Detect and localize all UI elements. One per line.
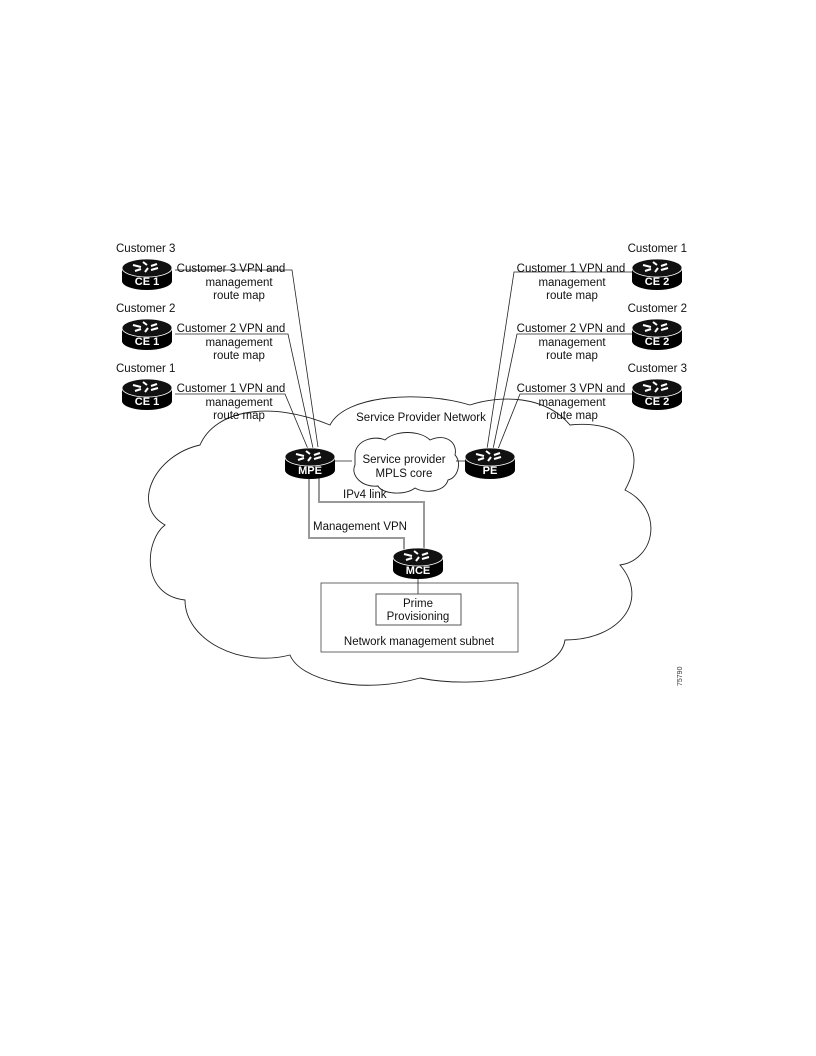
route-map-line2: management xyxy=(538,397,606,409)
left-customer-3: Customer 1 CE 1 Customer 1 VPN and manag… xyxy=(116,363,285,422)
route-map-line1: Customer 2 VPN and xyxy=(517,323,626,335)
customer-name: Customer 3 xyxy=(116,243,175,255)
link-right-1 xyxy=(486,271,635,450)
router-ce-label: CE 2 xyxy=(645,336,669,348)
right-customer-1: Customer 1 CE 2 Customer 1 VPN and manag… xyxy=(517,243,687,302)
router-pe[interactable]: PE xyxy=(464,447,516,480)
router-ce-label: CE 2 xyxy=(645,276,669,288)
router-ce-label: CE 1 xyxy=(135,396,159,408)
mgmt-vpn-label: Management VPN xyxy=(313,521,407,533)
route-map-line2: management xyxy=(205,277,273,289)
route-map-line3: route map xyxy=(213,350,265,362)
route-map-line1: Customer 1 VPN and xyxy=(177,383,286,395)
customer-name: Customer 2 xyxy=(116,303,175,315)
ipv4-link xyxy=(318,474,425,553)
route-map-line3: route map xyxy=(546,350,598,362)
router-mpe-label: MPE xyxy=(298,465,322,477)
customer-name: Customer 1 xyxy=(628,243,687,255)
router-ce-label: CE 1 xyxy=(135,276,159,288)
prime-label-line1: Prime xyxy=(403,598,433,610)
core-label-line2: MPLS core xyxy=(376,468,433,480)
customer-name: Customer 2 xyxy=(628,303,687,315)
ipv4-label: IPv4 link xyxy=(343,489,387,501)
router-ce[interactable]: CE 2 xyxy=(631,378,683,411)
route-map-line3: route map xyxy=(546,290,598,302)
subnet-label: Network management subnet xyxy=(344,636,495,648)
router-pe-label: PE xyxy=(483,465,498,477)
router-ce[interactable]: CE 2 xyxy=(631,318,683,351)
service-provider-cloud xyxy=(148,396,652,686)
prime-provisioning-box[interactable] xyxy=(375,593,462,626)
route-map-line2: management xyxy=(538,337,606,349)
route-map-line1: Customer 1 VPN and xyxy=(517,263,626,275)
route-map-line3: route map xyxy=(546,410,598,422)
mpls-core-cloud xyxy=(353,432,459,494)
route-map-line1: Customer 3 VPN and xyxy=(517,383,626,395)
core-label-line1: Service provider xyxy=(362,454,445,466)
link-left-3 xyxy=(175,393,309,450)
router-ce[interactable]: CE 1 xyxy=(121,318,173,351)
prime-label-line2: Provisioning xyxy=(387,611,450,623)
router-ce[interactable]: CE 2 xyxy=(631,258,683,291)
route-map-line3: route map xyxy=(213,410,265,422)
route-map-line1: Customer 2 VPN and xyxy=(177,323,286,335)
link-right-3 xyxy=(497,393,635,450)
route-map-line2: management xyxy=(205,337,273,349)
router-ce-label: CE 1 xyxy=(135,336,159,348)
figure-number: 75790 xyxy=(677,666,684,686)
router-ce[interactable]: CE 1 xyxy=(121,258,173,291)
link-left-2 xyxy=(175,333,314,449)
router-ce[interactable]: CE 1 xyxy=(121,378,173,411)
router-ce-label: CE 2 xyxy=(645,396,669,408)
cloud-label: Service Provider Network xyxy=(356,412,486,424)
link-left-1 xyxy=(175,269,319,448)
link-right-2 xyxy=(492,333,635,450)
right-customer-3: Customer 3 CE 2 Customer 3 VPN and manag… xyxy=(517,363,687,422)
customer-name: Customer 1 xyxy=(116,363,175,375)
route-map-line2: management xyxy=(205,397,273,409)
router-mpe[interactable]: MPE xyxy=(284,447,336,480)
router-mce-label: MCE xyxy=(406,565,430,577)
router-mce[interactable]: MCE xyxy=(392,547,444,580)
subnet-box xyxy=(320,582,519,653)
left-customer-1: Customer 3 CE 1 Customer 3 VPN and manag… xyxy=(116,243,285,302)
route-map-line3: route map xyxy=(213,290,265,302)
right-customer-2: Customer 2 CE 2 Customer 2 VPN and manag… xyxy=(517,303,687,362)
customer-name: Customer 3 xyxy=(628,363,687,375)
left-customer-2: Customer 2 CE 1 Customer 2 VPN and manag… xyxy=(116,303,285,362)
route-map-line2: management xyxy=(538,277,606,289)
management-vpn-link xyxy=(308,474,405,553)
route-map-line1: Customer 3 VPN and xyxy=(177,263,286,275)
